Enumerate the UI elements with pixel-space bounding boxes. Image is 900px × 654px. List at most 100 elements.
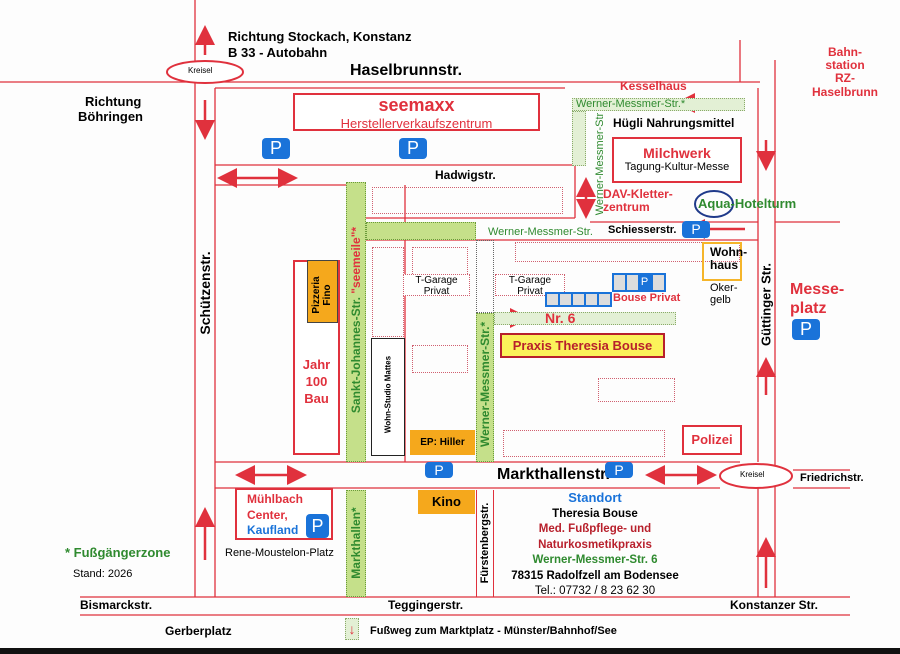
seemaxx-box: seemaxx Herstellerverkaufszentrum	[293, 93, 540, 131]
standort-tel: Tel.: 07732 / 8 23 62 30	[534, 585, 656, 598]
kreisel-north	[166, 60, 244, 84]
muehlbach-line: Mühlbach	[247, 492, 303, 506]
legend-stand: Stand: 2026	[73, 568, 133, 580]
parking-icon: P	[399, 138, 427, 159]
pizzeria-line: Pizzeria	[311, 276, 322, 314]
street-werner-messmer-top: Werner-Messmer-Str.*	[576, 98, 686, 110]
direction-west-2: Böhringen	[78, 109, 143, 124]
pizzeria-box	[307, 260, 338, 323]
huegli: Hügli Nahrungsmittel	[613, 116, 735, 130]
polizei: Polizei	[682, 425, 742, 455]
tgarage-line: Privat	[517, 286, 543, 297]
gerberplatz: Gerberplatz	[165, 624, 232, 638]
wohnstudio-box	[371, 338, 405, 456]
kaufland: Kaufland	[247, 523, 299, 538]
seemaxx-title: seemaxx	[378, 95, 455, 115]
sankt-johannes-label: Sankt-Johannes-Str.	[349, 297, 363, 414]
milchwerk-box: Milchwerk Tagung-Kultur-Messe	[612, 137, 742, 183]
street-schuetzenstr: Schützenstr.	[197, 251, 213, 335]
building-outline	[372, 247, 404, 337]
okergelb-line: gelb	[710, 294, 731, 307]
street-schiesserstr: Schiesserstr.	[608, 224, 677, 236]
okergelb: Oker-gelb	[710, 282, 738, 306]
nr6-label: Nr. 6	[545, 310, 576, 326]
muehlbach-line: Center,	[247, 507, 288, 522]
standort-info: Standort Theresia Bouse Med. Fußpflege- …	[495, 489, 695, 600]
jahr100-line: Jahr	[302, 357, 331, 372]
street-markthallenstr: Markthallenstr.	[497, 466, 610, 483]
standort-line1: Med. Fußpflege- und	[538, 523, 652, 536]
bottom-edge	[0, 648, 900, 654]
messeplatz-line: platz	[790, 300, 827, 318]
standort-title: Standort	[568, 490, 622, 505]
aqua-marker	[694, 190, 734, 218]
jahr100-line: Bau	[304, 390, 329, 406]
wohnhaus-line: haus	[710, 258, 739, 273]
street-sankt-johannes: Sankt-Johannes-Str. "seemeile"*	[349, 210, 363, 430]
wohnhaus-box	[702, 242, 742, 281]
bahnstation-line: station	[825, 58, 865, 73]
street-fuerstenbergstr: Fürstenbergstr.	[479, 502, 491, 584]
praxis-theresia-bouse[interactable]: Praxis Theresia Bouse	[500, 333, 665, 358]
milchwerk-subtitle: Tagung-Kultur-Messe	[624, 161, 730, 173]
kino: Kino	[418, 490, 475, 514]
wohnstudio-mattes: Wohn-Studio Mattes	[383, 355, 393, 434]
building-outline	[372, 187, 563, 214]
street-teggingerstr: Teggingerstr.	[388, 598, 464, 612]
bouse-parking-p: P	[638, 273, 651, 292]
parking-icon: P	[425, 462, 453, 478]
building-outline	[503, 430, 665, 457]
legend-fussgaengerzone: * Fußgängerzone	[65, 545, 171, 560]
parking-icon: P	[306, 514, 329, 538]
wohnhaus: Wohn-haus	[710, 245, 748, 273]
markthallen-strip	[346, 490, 366, 597]
werner-messmer-south-strip	[476, 313, 494, 462]
street-haselbrunnstr: Haselbrunnstr.	[350, 62, 463, 79]
messeplatz-line: Messe-	[790, 281, 845, 298]
sankt-johannes-strip	[346, 182, 366, 462]
nr6-strip	[494, 312, 676, 325]
kesselhaus: Kesselhaus	[620, 79, 687, 93]
wohnhaus-line: Wohn-	[710, 245, 748, 259]
footpath-arrow-icon: ↓	[345, 618, 359, 640]
street-guettinger: Güttinger Str.	[758, 262, 774, 347]
street-markthallen-ped: Markthallen*	[349, 507, 363, 579]
bahnstation-line: Haselbrunn	[811, 84, 878, 99]
direction-north-road: B 33 - Autobahn	[228, 45, 328, 60]
tgarage-line: Privat	[423, 286, 450, 297]
building-outline	[412, 345, 468, 373]
milchwerk-title: Milchwerk	[643, 145, 711, 161]
bahnstation-line: RZ-	[835, 71, 855, 86]
standort-line2: Naturkosmetikpraxis	[538, 538, 652, 551]
kreisel-east	[719, 463, 793, 489]
messeplatz: Messe-platz	[790, 280, 844, 318]
direction-west: Richtung	[85, 94, 142, 109]
bouse-privat: Bouse Privat	[613, 292, 681, 304]
footpath-label: Fußweg zum Marktplatz - Münster/Bahnhof/…	[370, 625, 617, 637]
street-hadwigstr: Hadwigstr.	[435, 168, 496, 182]
werner-messmer-top-strip	[572, 98, 745, 111]
street-friedrichstr: Friedrichstr.	[800, 472, 864, 484]
fuerstenbergstr-road	[476, 490, 494, 597]
pedestrian-strip	[366, 222, 476, 240]
seemaxx-subtitle: Herstellerverkaufszentrum	[340, 116, 493, 131]
street-werner-messmer-south: Werner-Messmer-Str.*	[478, 321, 492, 447]
parking-icon: P	[605, 462, 633, 478]
aqua-hotelturm: Aqua-Hotelturm	[698, 196, 797, 211]
dav-line: zentrum	[603, 200, 650, 215]
tgarage-line: T-Garage	[508, 275, 552, 286]
dav-kletterzentrum: DAV-Kletter-zentrum	[603, 187, 673, 215]
standort-city: 78315 Radolfzell am Bodensee	[511, 569, 679, 582]
pizzeria-line: Fino	[322, 284, 333, 306]
seemeile-label: "seemeile"*	[349, 226, 363, 294]
street-werner-messmer-mid: Werner-Messmer-Str.	[488, 226, 593, 238]
standort-street: Werner-Messmer-Str. 6	[532, 554, 658, 567]
street-bismarckstr: Bismarckstr.	[80, 598, 153, 612]
building-outline	[598, 378, 675, 402]
